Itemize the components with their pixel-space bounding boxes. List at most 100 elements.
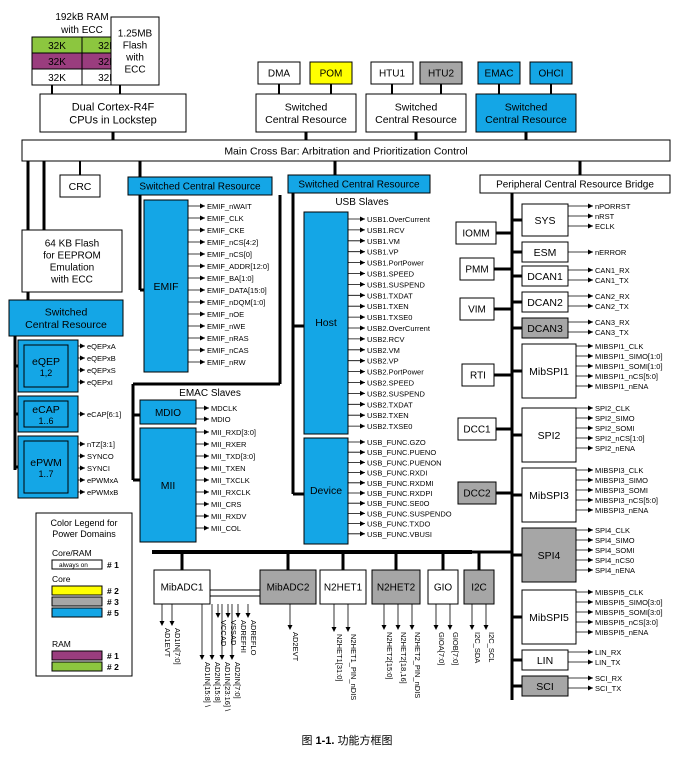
- pcrb-block-text: Peripheral Central Resource Bridge: [496, 180, 654, 191]
- htu1-block: [370, 61, 414, 85]
- rti-block-text: RTI: [470, 371, 486, 382]
- gio-block-text: GIO: [434, 583, 453, 594]
- dcc1-block: [457, 417, 497, 441]
- het2-pin-n2het2-18-16: N2HET2[18,16]: [399, 632, 408, 684]
- usb-host-signal-usb2-txdat: USB2.TXDAT: [367, 400, 413, 409]
- mdio-signal-mdio: MDIO: [211, 415, 231, 424]
- ram-cell-text: 32K: [48, 41, 66, 52]
- ref-pin-vccad: VCCAD: [219, 620, 228, 647]
- scr-top-2-text: Switched: [395, 101, 438, 113]
- mibspi3-arrowhead-icon: [588, 467, 593, 473]
- emif-name: EMIF: [153, 281, 178, 293]
- spi4-signal-spi4-ncs0: SPI4_nCS0: [595, 556, 634, 565]
- flash-block: [110, 16, 160, 86]
- usb-host-signal-usb2-txen: USB2.TXEN: [367, 411, 409, 420]
- mibspi3-arrowhead-icon: [588, 507, 593, 513]
- caption-number: 1-1.: [316, 735, 335, 747]
- ref-pin-arrowhead-icon: [235, 613, 241, 618]
- legend-swatch-ram-2: [51, 661, 103, 672]
- emif-signal-emif-data-15-0: EMIF_DATA[15:0]: [207, 286, 267, 295]
- epwm-arrowhead-icon: [80, 489, 85, 495]
- legend-ram: RAM: [52, 639, 71, 649]
- ram-subtitle: with ECC: [60, 25, 103, 36]
- legend-always-on: always on: [59, 562, 88, 569]
- dcan3-block-text: DCAN3: [527, 323, 563, 335]
- het1-pin-n2het1-pin-ndis: N2HET1_PIN_nDIS: [349, 634, 358, 700]
- n2het1-block-text: N2HET1: [324, 583, 363, 594]
- mibspi1-arrowhead-icon: [588, 363, 593, 369]
- epwm-signal-epwmxa: ePWMxA: [87, 476, 118, 485]
- crc-block: [59, 174, 101, 198]
- crc-block-text: CRC: [69, 181, 92, 193]
- mibspi5-signal-mibspi5-somi-3-0: MIBSPI5_SOMI[3:0]: [595, 608, 663, 617]
- emif-signal-emif-addr-12-0: EMIF_ADDR[12:0]: [207, 262, 269, 271]
- usb-device-signal-usb-func-rxdi: USB_FUNC.RXDI: [367, 469, 427, 478]
- htu2-block-text: HTU2: [428, 69, 455, 80]
- mii-signal-mii-txen: MII_TXEN: [211, 464, 246, 473]
- usb-host-signal-usb2-txse0: USB2.TXSE0: [367, 422, 412, 431]
- shared-pin-arrowhead-icon: [199, 655, 205, 660]
- usb-host-signal-usb1-overcurrent: USB1.OverCurrent: [367, 215, 431, 224]
- dma-block-text: DMA: [268, 69, 291, 80]
- usb-device-signal-usb-func-rxdmi: USB_FUNC.RXDMI: [367, 479, 434, 488]
- usb-host-arrowhead-icon: [360, 347, 365, 353]
- sys-signal-nrst: nRST: [595, 212, 615, 221]
- ref-pin-arrowhead-icon: [225, 613, 231, 618]
- i2c-block: [463, 569, 495, 605]
- eeprom-block-text: Emulation: [50, 263, 94, 274]
- usb-host-arrowhead-icon: [360, 260, 365, 266]
- gio-block: [427, 569, 459, 605]
- gio-pin-gioa-7-0: GIOA[7:0]: [437, 632, 446, 665]
- sys-signal-nporrst: nPORRST: [595, 202, 631, 211]
- usb-device-arrowhead-icon: [360, 449, 365, 455]
- usb-host-arrowhead-icon: [360, 336, 365, 342]
- legend-swatch-always-on: [51, 559, 103, 570]
- rti-block: [461, 363, 495, 387]
- mii-signal-mii-txd-3-0: MII_TXD[3:0]: [211, 452, 255, 461]
- scr-top-1-text: Switched: [285, 101, 328, 113]
- mii-arrowhead-icon: [204, 465, 209, 471]
- usb-device-signal-usb-func-puenon: USB_FUNC.PUENON: [367, 458, 442, 467]
- figure-caption: 图 1-1. 功能方框图: [301, 733, 392, 747]
- pmm-block: [459, 257, 495, 281]
- emac-slaves-title: EMAC Slaves: [179, 388, 241, 399]
- i2c-pin-i2c-sda: I2C_SDA: [473, 632, 482, 663]
- emac-block-text: EMAC: [485, 69, 514, 80]
- spi2-arrowhead-icon: [588, 445, 593, 451]
- legend-r1: # 1: [107, 651, 119, 661]
- left-scr: [8, 299, 124, 337]
- usb-host-arrowhead-icon: [360, 249, 365, 255]
- mibspi3-signal-mibspi3-nena: MIBSPI3_nENA: [595, 506, 648, 515]
- dcan2-signal-can2-tx: CAN2_TX: [595, 302, 629, 311]
- epwm-arrowhead-icon: [80, 477, 85, 483]
- main-crossbar-text: Main Cross Bar: Arbitration and Prioriti…: [224, 145, 467, 157]
- emif-arrowhead-icon: [200, 299, 205, 305]
- sci-arrowhead-icon: [588, 675, 593, 681]
- mdio-block: [139, 399, 197, 425]
- mii-signal-mii-rxer: MII_RXER: [211, 440, 247, 449]
- left-scr-text: Central Resource: [25, 319, 107, 331]
- usb-host-signal-usb1-txse0: USB1.TXSE0: [367, 313, 412, 322]
- lin-block-text: LIN: [537, 655, 553, 667]
- mibspi5-signal-mibspi5-nena: MIBSPI5_nENA: [595, 628, 648, 637]
- mibspi5-block-text: MibSPI5: [529, 612, 569, 624]
- shared-pin-arrowhead-icon: [219, 655, 225, 660]
- shared-pin-ad2in-7-0: AD2IN[7:0]: [233, 662, 242, 699]
- eeprom-block-text: for EEPROM: [43, 251, 101, 262]
- spi2-signal-spi2-ncs-1-0: SPI2_nCS[1:0]: [595, 434, 645, 443]
- mibspi5-arrowhead-icon: [588, 619, 593, 625]
- spi2-signal-spi2-simo: SPI2_SIMO: [595, 414, 635, 423]
- dcan2-signal-can2-rx: CAN2_RX: [595, 292, 630, 301]
- mibspi5-arrowhead-icon: [588, 609, 593, 615]
- scr-top-3: [475, 93, 577, 133]
- sci-block-text: SCI: [536, 681, 554, 693]
- adc1-pin-ad1evt: AD1EVT: [163, 628, 172, 658]
- ecap-arrowhead-icon: [80, 411, 85, 417]
- emif-arrowhead-icon: [200, 347, 205, 353]
- mii-signal-mii-txclk: MII_TXCLK: [211, 476, 250, 485]
- mibspi3-signal-mibspi3-ncs-5-0: MIBSPI3_nCS[5:0]: [595, 496, 658, 505]
- mibspi3-signal-mibspi3-simo: MIBSPI3_SIMO: [595, 476, 648, 485]
